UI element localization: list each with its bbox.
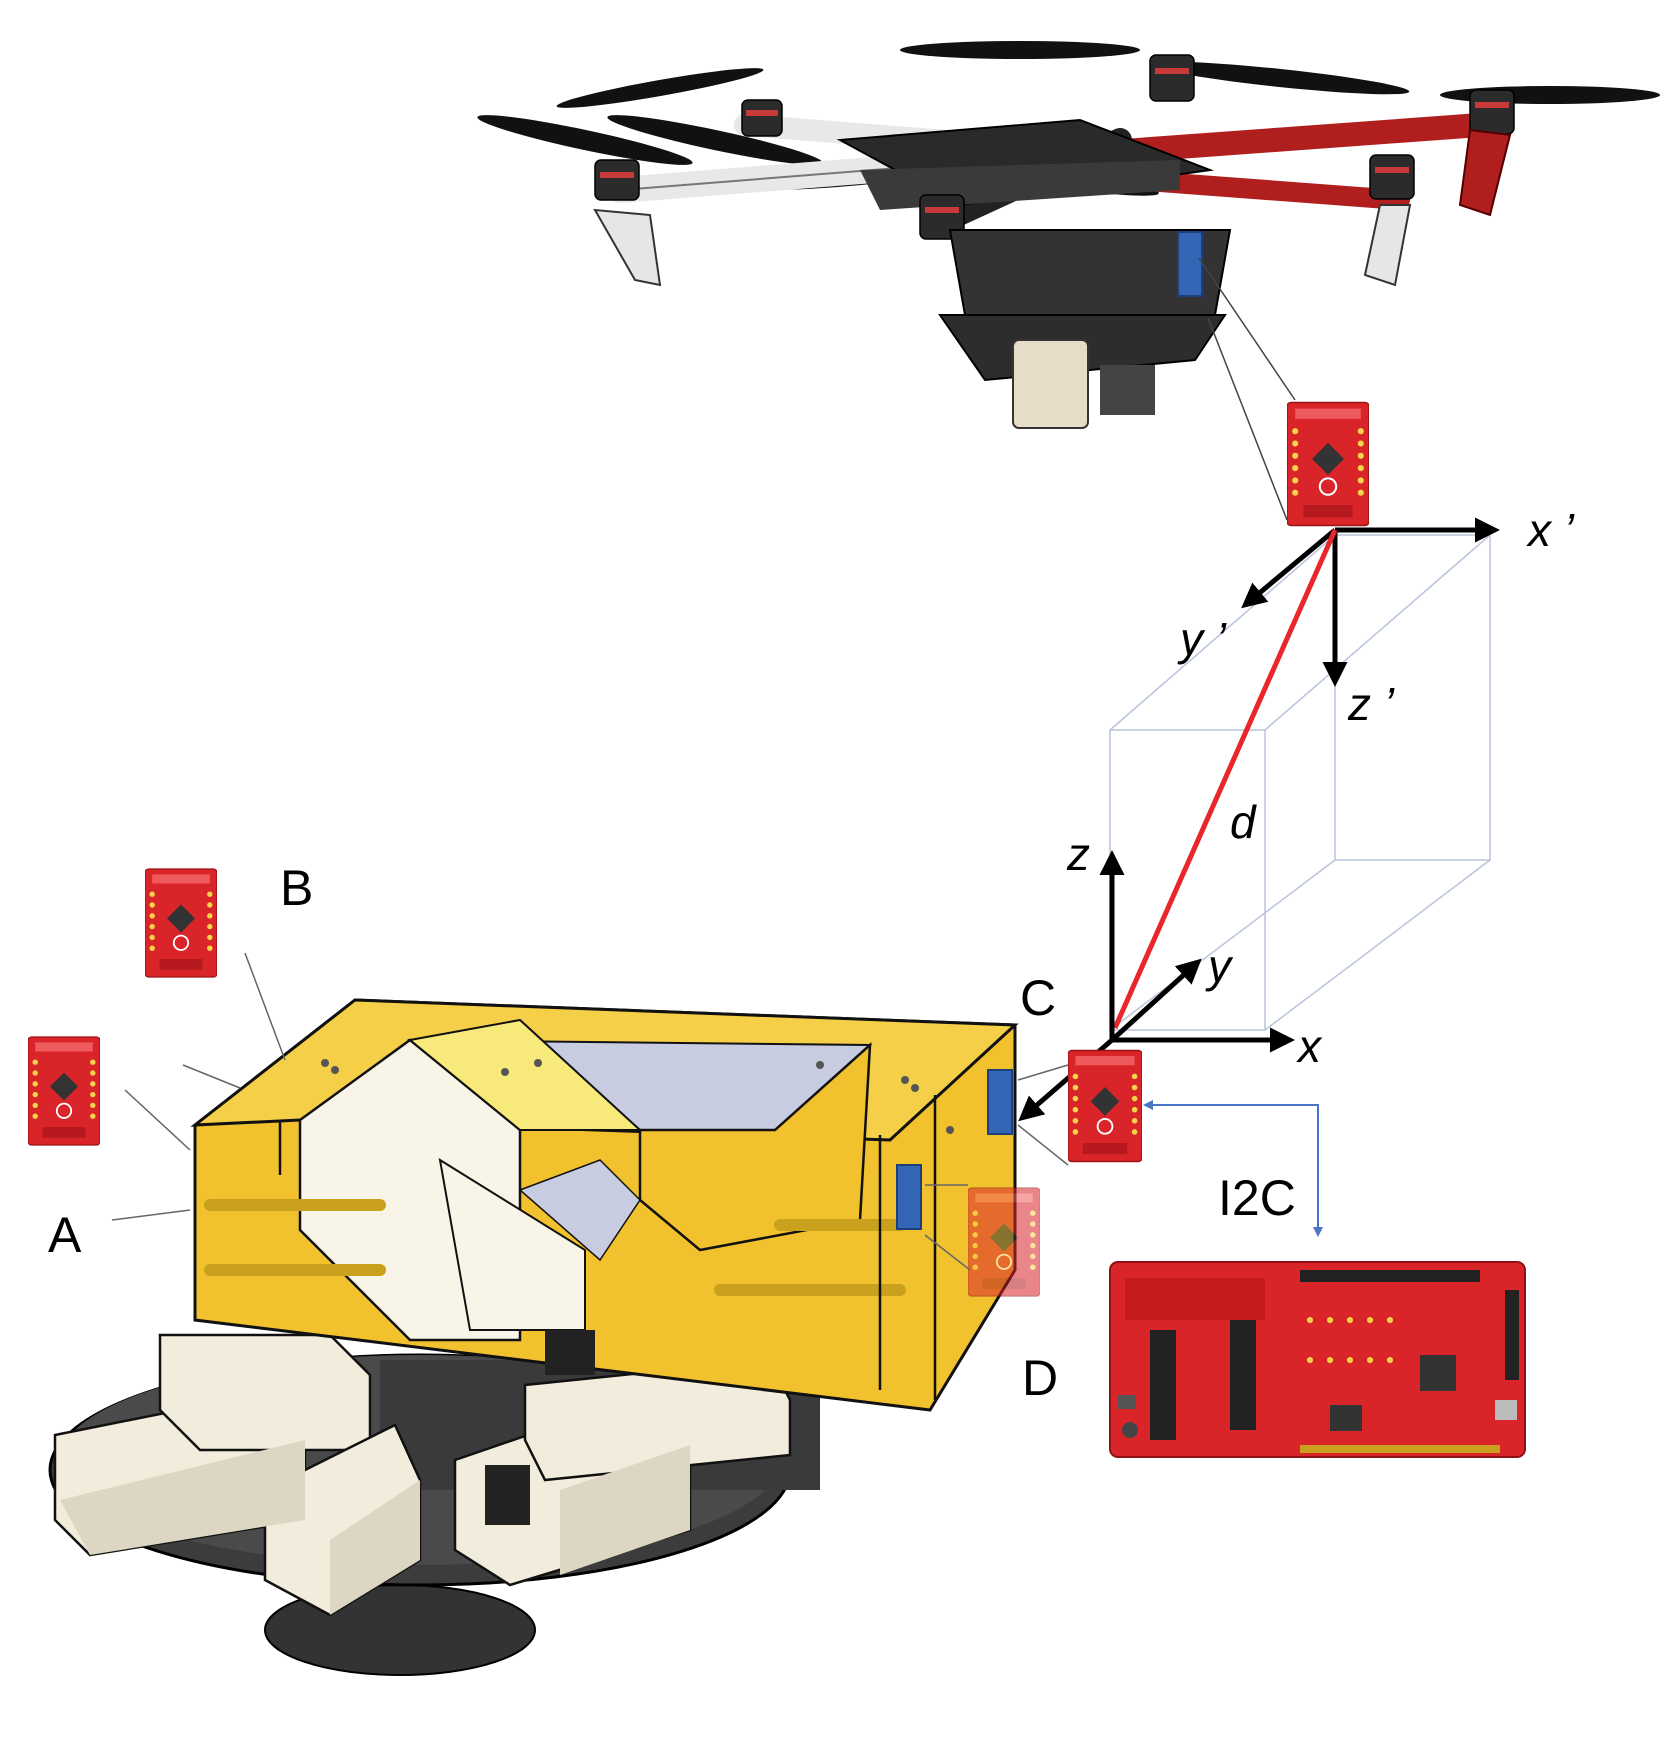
drone-icon [477,41,1660,429]
drone-sensor-marker [1177,231,1203,297]
label-c: C [1020,970,1056,1026]
drone-axes [1241,517,1500,687]
distance-line [1112,528,1338,1030]
sensor-board-d-icon [968,1187,1040,1297]
platform-icon [48,998,1040,1676]
leader-lines [111,952,1069,1271]
axis-z-label: z [1066,828,1090,880]
controller-board-icon [1109,1261,1526,1458]
axis-y-arrow [1110,958,1202,1042]
i2c-link [1143,1100,1323,1237]
platform-sensor-marker-d [896,1164,922,1230]
platform-sensor-marker-c [987,1069,1013,1135]
axis-y-prime-label: y ’ [1177,613,1227,665]
axis-z-prime-label: z ’ [1347,678,1395,730]
label-a: A [48,1207,82,1263]
axis-y-label: y [1205,940,1234,992]
i2c-label: I2C [1218,1170,1296,1226]
label-b: B [280,860,313,916]
sensor-board-c-icon [1068,1049,1142,1163]
label-d: D [1022,1350,1058,1406]
axis-x-prime-label: x ’ [1526,504,1575,556]
axis-x-label: x [1296,1020,1323,1072]
sensor-board-drone-icon [1287,401,1369,527]
sensor-board-b-icon [145,867,217,979]
sensor-board-a-icon [28,1035,100,1147]
distance-label: d [1230,796,1257,848]
base-axes [1018,850,1295,1122]
axis-y-prime-arrow [1241,528,1337,609]
